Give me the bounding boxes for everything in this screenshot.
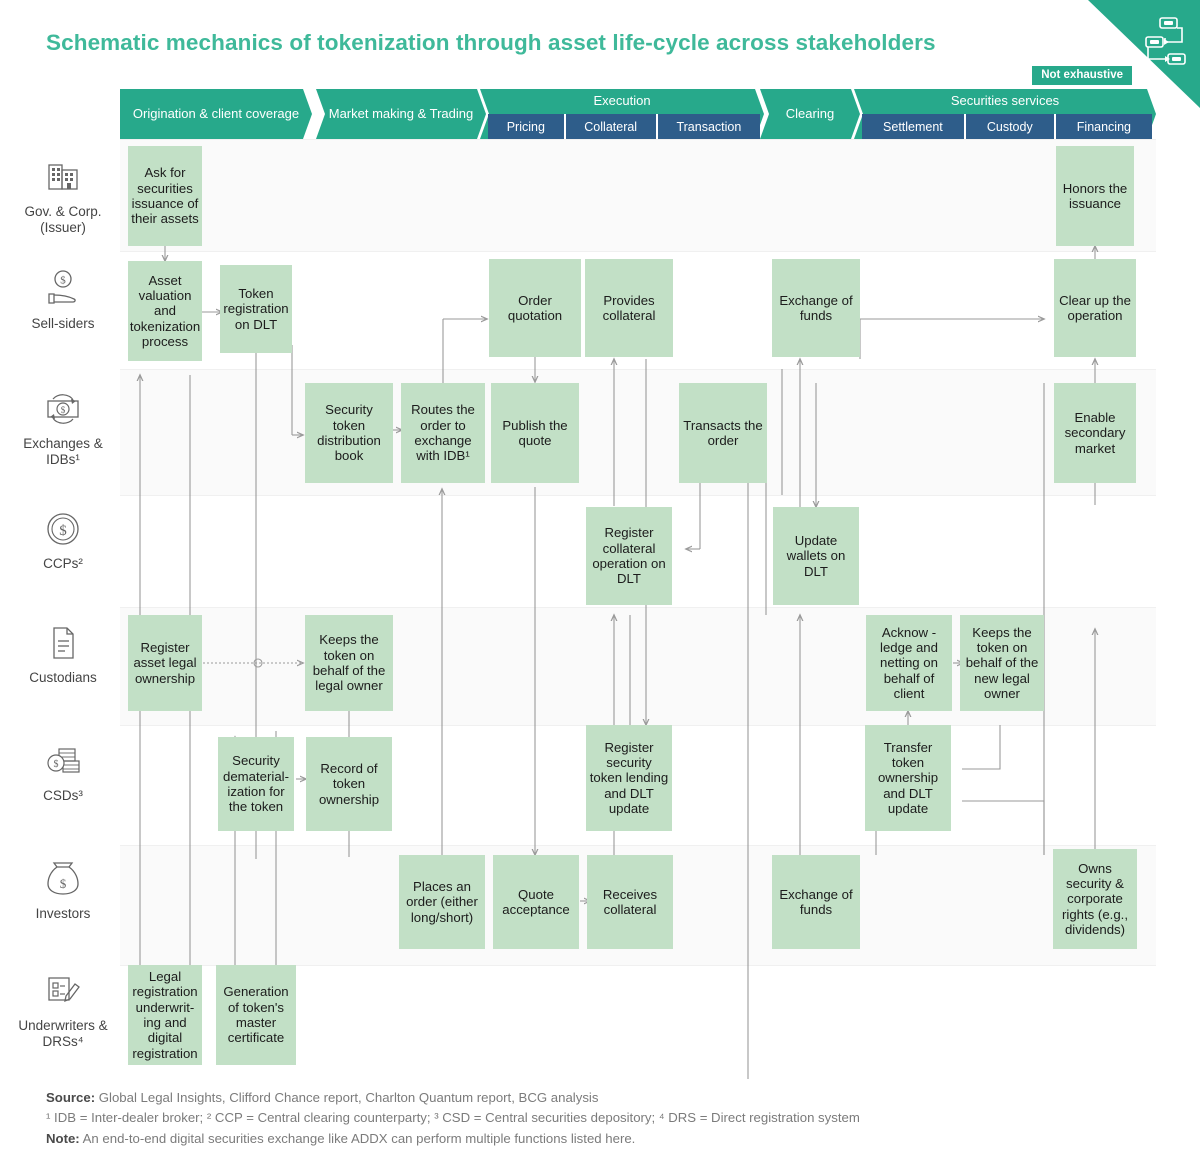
stakeholder-label: Exchanges & IDBs¹ <box>23 436 103 468</box>
building-icon <box>6 155 120 199</box>
header-group-label: Securities services <box>950 93 1060 109</box>
stakeholder-ccps: $ CCPs² <box>6 507 120 572</box>
stakeholder-exchanges: $ Exchanges & IDBs¹ <box>6 387 120 468</box>
header-group-origination[interactable]: Origination & client coverage <box>120 89 312 139</box>
svg-text:$: $ <box>60 275 66 287</box>
document-icon <box>6 621 120 665</box>
diagram-grid: Gov. & Corp. (Issuer) $ Sell-siders $ Ex… <box>0 139 1200 1079</box>
process-box-receives-collateral[interactable]: Receives collateral <box>587 855 673 949</box>
chevron-shape <box>120 89 312 139</box>
process-box-places-an-order[interactable]: Places an order (either long/short) <box>399 855 485 949</box>
stakeholder-label: Investors <box>35 906 91 921</box>
process-box-asset-valuation[interactable]: Asset valuation and tokenization process <box>128 261 202 361</box>
stakeholder-label: Gov. & Corp. (Issuer) <box>24 204 102 236</box>
header-group-label: Execution <box>593 93 651 109</box>
row-band-issuer <box>120 139 1156 251</box>
process-box-publish-the-quote[interactable]: Publish the quote <box>491 383 579 483</box>
stakeholder-label: Sell-siders <box>31 316 95 331</box>
banknote-cycle-icon: $ <box>6 387 120 431</box>
process-box-provides-collateral[interactable]: Provides collateral <box>585 259 673 357</box>
stakeholder-label: CSDs³ <box>43 788 83 803</box>
coin-dollar-icon: $ <box>6 507 120 551</box>
header-subrow-securities: Settlement Custody Financing <box>862 114 1153 139</box>
svg-text:$: $ <box>61 405 66 415</box>
header-group-market-making[interactable]: Market making & Trading <box>316 89 486 139</box>
process-box-transacts-the-order[interactable]: Transacts the order <box>679 383 767 483</box>
process-box-ask-for-securities-issuance[interactable]: Ask for securities issuance of their ass… <box>128 146 202 246</box>
hand-dollar-icon: $ <box>6 267 120 311</box>
process-box-security-dematerialization[interactable]: Security dematerial- ization for the tok… <box>218 737 294 831</box>
svg-text:$: $ <box>59 523 67 539</box>
stakeholder-label: Custodians <box>29 670 97 685</box>
svg-text:$: $ <box>60 876 67 891</box>
process-box-acknowledge-and-netting[interactable]: Acknow -ledge and netting on behalf of c… <box>866 615 952 711</box>
header-sub-custody[interactable]: Custody <box>965 114 1056 139</box>
header-group-label: Origination & client coverage <box>132 105 300 121</box>
process-box-register-collateral-operation[interactable]: Register collateral operation on DLT <box>586 507 672 605</box>
process-box-token-registration-dlt[interactable]: Token registration on DLT <box>220 265 292 353</box>
footer: Source: Global Legal Insights, Clifford … <box>46 1088 1166 1149</box>
not-exhaustive-badge: Not exhaustive <box>1032 66 1132 85</box>
chevron-shape <box>760 89 860 139</box>
header-group-label: Clearing <box>785 105 835 121</box>
footer-source-text: Global Legal Insights, Clifford Chance r… <box>95 1090 599 1105</box>
header-sub-pricing[interactable]: Pricing <box>488 114 566 139</box>
footer-source-line: Source: Global Legal Insights, Clifford … <box>46 1088 1166 1108</box>
stakeholder-label: Underwriters & DRSs⁴ <box>18 1018 108 1050</box>
header-sub-settlement[interactable]: Settlement <box>862 114 966 139</box>
chevron-shape <box>316 89 486 139</box>
process-box-register-asset-legal-ownership[interactable]: Register asset legal ownership <box>128 615 202 711</box>
header-group-label: Market making & Trading <box>328 105 474 121</box>
process-box-owns-security-rights[interactable]: Owns security & corporate rights (e.g., … <box>1053 849 1137 949</box>
stakeholder-custodians: Custodians <box>6 621 120 686</box>
process-box-clear-up-the-operation[interactable]: Clear up the operation <box>1054 259 1136 357</box>
process-box-legal-registration-underwriting[interactable]: Legal registration underwrit- ing and di… <box>128 965 202 1065</box>
stakeholder-sellsiders: $ Sell-siders <box>6 267 120 332</box>
process-box-generation-token-master-cert[interactable]: Generation of token's master certificate <box>216 965 296 1065</box>
process-box-update-wallets-on-dlt[interactable]: Update wallets on DLT <box>773 507 859 605</box>
network-flow-icon <box>1145 17 1186 65</box>
process-box-register-security-token-lending[interactable]: Register security token lending and DLT … <box>586 725 672 831</box>
header-group-execution[interactable]: Execution Pricing Collateral Transaction <box>480 89 764 139</box>
header-sub-collateral[interactable]: Collateral <box>565 114 658 139</box>
footer-note-label: Note: <box>46 1130 80 1146</box>
footer-source-label: Source: <box>46 1090 96 1105</box>
pen-form-icon <box>6 969 120 1013</box>
footer-note-line: Note: An end-to-end digital securities e… <box>46 1129 1166 1149</box>
stakeholder-issuer: Gov. & Corp. (Issuer) <box>6 155 120 236</box>
row-band-exchanges <box>120 369 1156 495</box>
process-box-exchange-of-funds-inv[interactable]: Exchange of funds <box>772 855 860 949</box>
stakeholder-underwriters: Underwriters & DRSs⁴ <box>6 969 120 1050</box>
column-header-band: Origination & client coverage Market mak… <box>120 89 1156 139</box>
process-box-record-of-token-ownership[interactable]: Record of token ownership <box>306 737 392 831</box>
header-subrow-execution: Pricing Collateral Transaction <box>488 114 760 139</box>
header-sub-financing[interactable]: Financing <box>1055 114 1153 139</box>
header-group-securities-services[interactable]: Securities services Settlement Custody F… <box>854 89 1156 139</box>
process-box-exchange-of-funds-sellside[interactable]: Exchange of funds <box>772 259 860 357</box>
process-box-enable-secondary-market[interactable]: Enable secondary market <box>1054 383 1136 483</box>
process-box-order-quotation[interactable]: Order quotation <box>489 259 581 357</box>
stakeholder-label: CCPs² <box>43 556 83 571</box>
stakeholder-investors: $ Investors <box>6 857 120 922</box>
process-box-routes-the-order[interactable]: Routes the order to exchange with IDB¹ <box>401 383 485 483</box>
corner-decoration <box>1088 0 1200 108</box>
process-box-keeps-token-legal-owner[interactable]: Keeps the token on behalf of the legal o… <box>305 615 393 711</box>
stakeholder-csds: $ CSDs³ <box>6 739 120 804</box>
header-sub-transaction[interactable]: Transaction <box>657 114 760 139</box>
process-box-honors-the-issuance[interactable]: Honors the issuance <box>1056 146 1134 246</box>
process-box-quote-acceptance[interactable]: Quote acceptance <box>493 855 579 949</box>
coin-stack-icon: $ <box>6 739 120 783</box>
process-box-security-token-distribution-book[interactable]: Security token distribution book <box>305 383 393 483</box>
footer-notes-line: ¹ IDB = Inter-dealer broker; ² CCP = Cen… <box>46 1110 860 1126</box>
svg-text:$: $ <box>54 759 59 770</box>
page-title: Schematic mechanics of tokenization thro… <box>46 30 936 55</box>
process-box-keeps-token-new-legal-owner[interactable]: Keeps the token on behalf of the new leg… <box>960 615 1044 711</box>
footer-note-text: An end-to-end digital securities exchang… <box>79 1130 636 1146</box>
header-group-clearing[interactable]: Clearing <box>760 89 860 139</box>
process-box-transfer-token-ownership[interactable]: Transfer token ownership and DLT update <box>865 725 951 831</box>
money-bag-icon: $ <box>6 857 120 901</box>
